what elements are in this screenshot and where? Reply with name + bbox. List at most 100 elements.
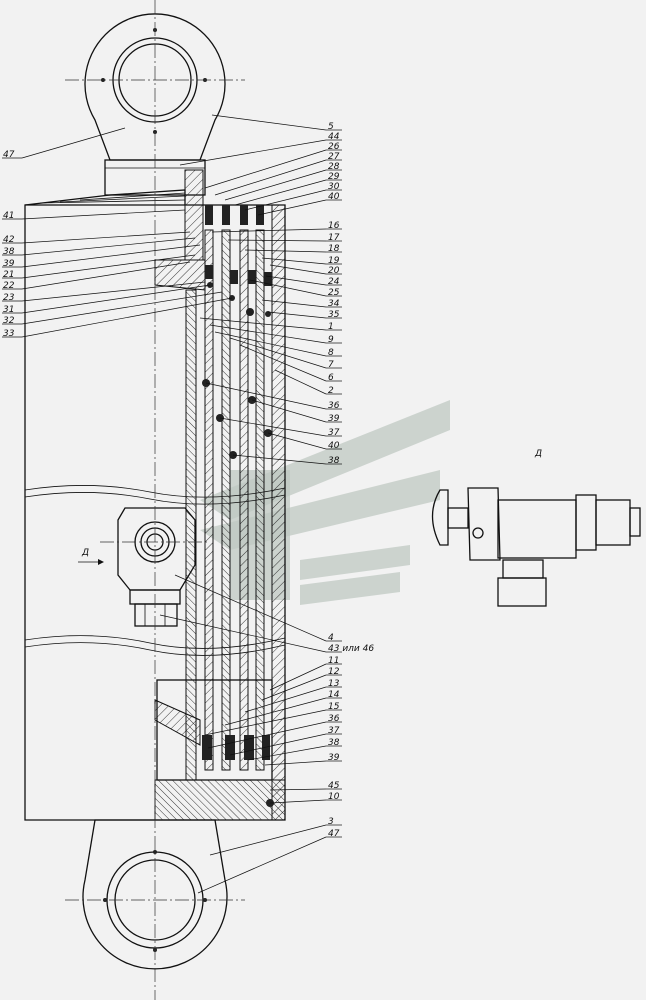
label-37: 37 [328,428,340,438]
leader-line [214,331,327,357]
label-21: 21 [3,270,14,280]
leader-line [261,257,327,265]
label-34: 34 [328,299,340,309]
leader-line [21,281,206,302]
view-arrow [78,559,104,565]
label-12: 12 [328,667,340,677]
leader-line [197,836,327,894]
leader-line [232,454,327,465]
label-7: 7 [328,360,334,370]
label-26: 26 [328,142,340,152]
bottom-chamber [156,679,273,781]
leader-line [207,721,327,749]
label-25: 25 [328,288,340,298]
label-33: 33 [3,329,15,339]
label-28: 28 [328,162,340,172]
leader-line [224,697,327,726]
leader-line [244,249,327,253]
label-31: 31 [3,305,14,315]
leader-line [269,264,327,275]
label-17: 17 [328,233,340,243]
label-9: 9 [328,335,334,345]
leader-line [267,432,327,450]
label-19: 19 [328,256,340,266]
leader-line [227,239,327,242]
leader-line [229,733,327,756]
label-39-bottom: 39 [328,753,340,763]
leader-line [21,237,196,256]
leader-line [21,284,211,314]
leader-lines [2,114,342,894]
leader-line [264,760,327,766]
leader-line [257,199,327,216]
leader-line [179,139,327,166]
leader-line [261,674,327,701]
leader-line [229,337,327,369]
label-27: 27 [328,152,340,162]
leader-line [251,399,327,423]
leader-line [274,369,327,395]
leader-line [21,244,201,268]
label-3: 3 [328,817,334,827]
label-40-top: 40 [328,192,340,202]
label-24: 24 [328,277,340,287]
leader-line [209,824,327,856]
leader-line [265,275,327,286]
leader-line [249,279,327,297]
leader-line [21,127,126,159]
leader-line [21,261,191,290]
label-43-or-46: 43 или 46 [328,644,374,654]
label-42: 42 [3,235,15,245]
part-labels: Д Д 5 44 26 27 28 29 30 40 16 17 18 19 2… [3,122,542,839]
leader-line [199,317,327,331]
center-lines [65,0,245,1000]
leader-line [209,324,327,344]
detail-view-d [431,487,641,607]
label-5: 5 [328,122,334,132]
label-16: 16 [328,221,340,231]
leader-line [247,745,327,761]
label-15: 15 [328,702,340,712]
label-4: 4 [328,633,334,643]
label-18: 18 [328,244,340,254]
leader-line [234,179,327,206]
leader-line [211,114,327,131]
label-10: 10 [328,792,340,802]
label-40: 40 [328,441,340,451]
label-38-bottom: 38 [328,738,340,748]
label-39: 39 [328,414,340,424]
leader-line [224,169,327,201]
label-32: 32 [3,316,15,326]
label-35: 35 [328,310,340,320]
leader-line [21,254,196,279]
leader-line [244,686,327,713]
label-44: 44 [328,132,340,142]
leader-line [261,299,327,308]
leader-line [269,799,327,804]
label-36-bottom: 36 [328,714,340,724]
label-11: 11 [328,656,339,666]
leader-line [267,311,327,319]
leader-line [204,709,327,736]
label-22: 22 [3,281,15,291]
label-45: 45 [328,781,340,791]
leader-line [211,228,327,233]
label-23: 23 [3,293,15,303]
leader-line [214,159,327,196]
leader-line [269,788,327,791]
label-29: 29 [328,172,340,182]
label-47-bottom: 47 [328,829,340,839]
detail-label: Д [534,449,542,459]
label-6: 6 [328,373,334,383]
leader-line [239,344,327,382]
leader-line [219,417,327,437]
label-36: 36 [328,401,340,411]
leader-line [21,291,223,325]
port-boss [117,507,196,627]
label-1: 1 [328,322,334,332]
leader-line [204,149,327,189]
label-20: 20 [328,266,340,276]
leader-line [205,382,327,410]
label-2: 2 [328,386,334,396]
